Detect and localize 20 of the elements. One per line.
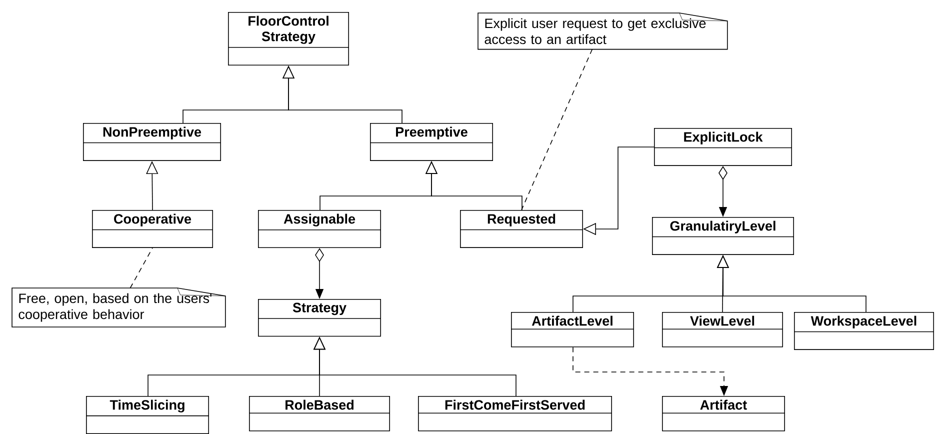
class-box: FloorControl Strategy — [228, 12, 349, 66]
leader-line — [130, 248, 153, 288]
leader-line — [521, 48, 593, 210]
note-box: Free, open, based on the users' cooperative behavior — [12, 288, 226, 328]
class-box: ViewLevel — [662, 312, 783, 348]
class-box: FirstComeFirstServed — [418, 396, 612, 432]
class-box: Cooperative — [92, 210, 214, 248]
class-box: Artifact — [662, 396, 785, 432]
class-box: Strategy — [258, 299, 381, 337]
class-box: Requested — [460, 210, 583, 248]
class-box: ExplicitLock — [654, 128, 792, 166]
class-box: TimeSlicing — [86, 396, 210, 434]
class-box: Assignable — [258, 210, 381, 248]
class-box: RoleBased — [249, 396, 390, 432]
note-box: Explicit user request to get exclusive access to an artifact — [478, 12, 728, 50]
class-box: WorkspaceLevel — [794, 312, 934, 350]
class-box: Preemptive — [370, 123, 493, 161]
class-box: GranulatiryLevel — [652, 217, 794, 255]
class-box: ArtifactLevel — [511, 312, 634, 348]
class-box: NonPreemptive — [83, 123, 222, 161]
